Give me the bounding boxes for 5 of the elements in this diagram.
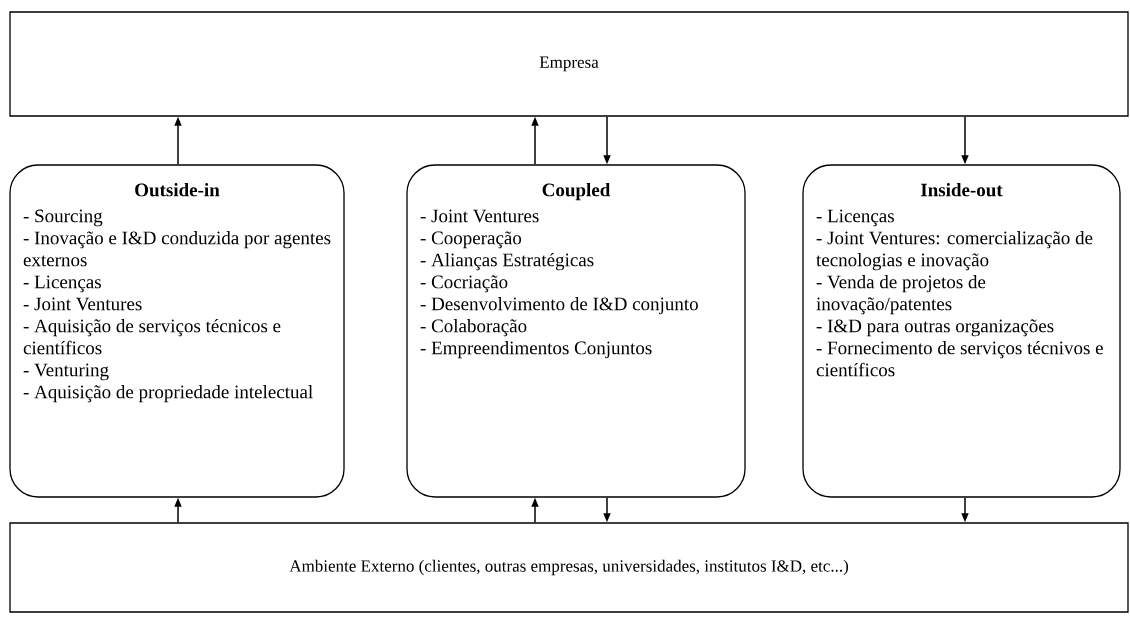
approach-box: Inside-out - Licenças - Joint Ventures: comercialização de tecnologias e inovação - Venda de projetos de inovação/patentes - I&D para outras organizações - Fornecimento de serviços técnivos e científicos: [802, 164, 1121, 498]
approach-box: Coupled - Joint Ventures - Cooperação - Alianças Estratégicas - Cocriação - Desenvolvimento de I&D conjunto - Colaboração - Empreendimentos Conjuntos: [406, 164, 746, 498]
context-box: Empresa: [9, 11, 1129, 117]
context-box: Ambiente Externo (clientes, outras empresas, universidades, institutos I&D, etc...): [9, 522, 1129, 613]
approach-box: Outside-in - Sourcing - Inovação e I&D conduzida por agentes externos - Licenças - Joint Ventures - Aquisição de serviços técnicos e científicos - Venturing - Aquisição de propriedade intelectual: [9, 164, 345, 498]
